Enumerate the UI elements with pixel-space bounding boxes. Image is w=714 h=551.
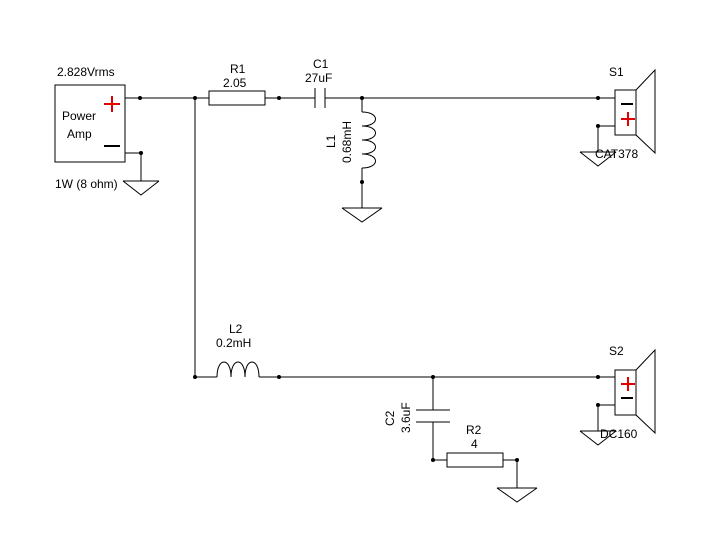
ground-icon xyxy=(122,180,160,196)
capacitor-c1[interactable]: C1 27uF xyxy=(279,57,362,108)
s1-model-label: CAT378 xyxy=(595,147,638,161)
resistor-r1-body xyxy=(208,90,266,106)
speaker-s2[interactable]: S2 DC160 xyxy=(579,344,656,446)
amp-rating-label: 1W (8 ohm) xyxy=(55,177,118,191)
resistor-r2[interactable]: R2 4 xyxy=(433,423,517,468)
s1-plus-icon xyxy=(621,112,635,126)
s2-ref-label: S2 xyxy=(609,344,624,358)
amp-body xyxy=(54,84,126,163)
power-amp[interactable]: 2.828Vrms Power Amp 1W (8 ohm) xyxy=(54,65,126,191)
c2-ref-label: C2 xyxy=(383,410,397,426)
capacitor-c2[interactable]: C2 3.6uF xyxy=(383,377,450,460)
l1-ref-label: L1 xyxy=(324,134,338,148)
s2-magnet xyxy=(614,369,637,416)
amp-voltage-label: 2.828Vrms xyxy=(57,65,115,79)
r1-value-label: 2.05 xyxy=(223,76,247,90)
s1-magnet xyxy=(614,89,637,136)
l1-value-label: 0.68mH xyxy=(340,121,354,163)
s2-model-label: DC160 xyxy=(600,427,638,441)
amp-name-line2: Amp xyxy=(67,127,92,141)
inductor-l2[interactable]: L2 0.2mH xyxy=(195,322,279,378)
resistor-r2-body xyxy=(446,452,504,468)
ground-icon xyxy=(579,151,617,167)
l2-ref-label: L2 xyxy=(229,322,243,336)
s2-cone xyxy=(635,348,656,435)
l2-coil xyxy=(216,361,260,378)
speaker-s1[interactable]: S1 CAT378 xyxy=(579,65,656,167)
s1-cone xyxy=(635,68,656,155)
c1-value-label: 27uF xyxy=(305,71,332,85)
inductor-l1[interactable]: L1 0.68mH xyxy=(324,98,376,182)
c1-ref-label: C1 xyxy=(313,57,329,71)
resistor-r1[interactable]: R1 2.05 xyxy=(195,62,279,106)
ground-icon xyxy=(496,487,538,503)
c2-value-label: 3.6uF xyxy=(399,402,413,433)
amp-plus-icon xyxy=(104,96,120,112)
s2-plus-icon xyxy=(621,377,635,391)
r1-ref-label: R1 xyxy=(230,62,246,76)
r2-value-label: 4 xyxy=(471,437,478,451)
ground-icon xyxy=(579,430,617,446)
amp-name-line1: Power xyxy=(62,109,96,123)
ground-icon xyxy=(341,207,383,223)
l1-coil xyxy=(361,111,376,169)
l2-value-label: 0.2mH xyxy=(216,336,251,350)
r2-ref-label: R2 xyxy=(466,423,482,437)
s1-ref-label: S1 xyxy=(609,65,624,79)
